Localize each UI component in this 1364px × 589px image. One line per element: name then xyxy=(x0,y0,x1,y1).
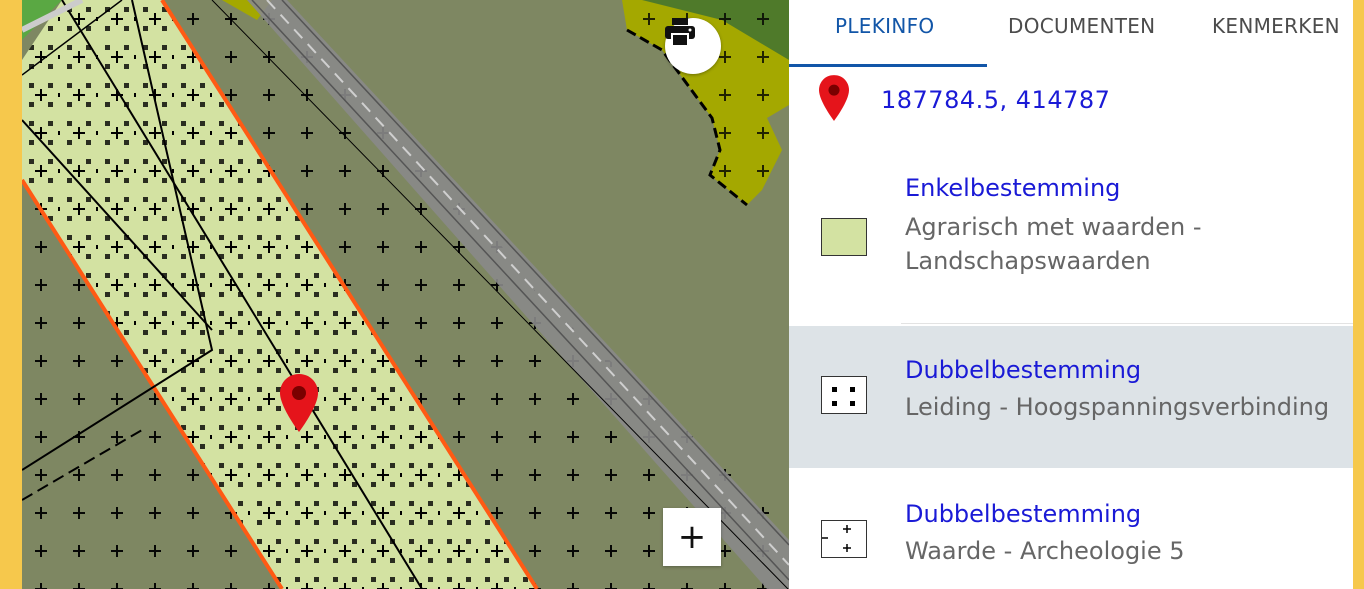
item-category: Dubbelbestemming xyxy=(905,356,1142,384)
tab-kenmerken[interactable]: KENMERKEN xyxy=(1212,14,1340,38)
map-view[interactable]: + xyxy=(22,0,789,589)
map-marker-icon xyxy=(819,74,849,126)
print-button[interactable] xyxy=(665,18,721,74)
tab-documenten[interactable]: DOCUMENTEN xyxy=(1008,14,1156,38)
item-category: Enkelbestemming xyxy=(905,174,1121,202)
active-tab-indicator xyxy=(789,64,987,67)
divider xyxy=(901,323,1353,324)
map-location-marker-icon[interactable] xyxy=(280,374,318,432)
zoom-in-button[interactable]: + xyxy=(663,508,721,566)
item-name: Waarde - Archeologie 5 xyxy=(905,537,1185,565)
tab-bar: PLEKINFO DOCUMENTEN KENMERKEN xyxy=(789,0,1353,70)
item-category: Dubbelbestemming xyxy=(905,500,1142,528)
legend-swatch-agrarisch xyxy=(821,218,867,256)
list-item[interactable]: Dubbelbestemming Waarde - Archeologie 5 xyxy=(789,470,1353,589)
location-coordinates-row: 187784.5, 414787 xyxy=(789,72,1353,124)
legend-swatch-crosses xyxy=(821,520,867,558)
tab-plekinfo[interactable]: PLEKINFO xyxy=(835,14,935,38)
legend-swatch-dots xyxy=(821,376,867,414)
item-name: Agrarisch met waarden - Landschapswaarde… xyxy=(905,213,1202,275)
info-panel: PLEKINFO DOCUMENTEN KENMERKEN 187784.5, … xyxy=(789,0,1353,589)
map-canvas[interactable] xyxy=(22,0,789,589)
coordinates-text[interactable]: 187784.5, 414787 xyxy=(881,86,1111,114)
list-item[interactable]: Enkelbestemming Agrarisch met waarden - … xyxy=(789,160,1353,302)
item-name: Leiding - Hoogspanningsverbinding xyxy=(905,393,1330,421)
list-item[interactable]: Dubbelbestemming Leiding - Hoogspannings… xyxy=(789,326,1353,468)
